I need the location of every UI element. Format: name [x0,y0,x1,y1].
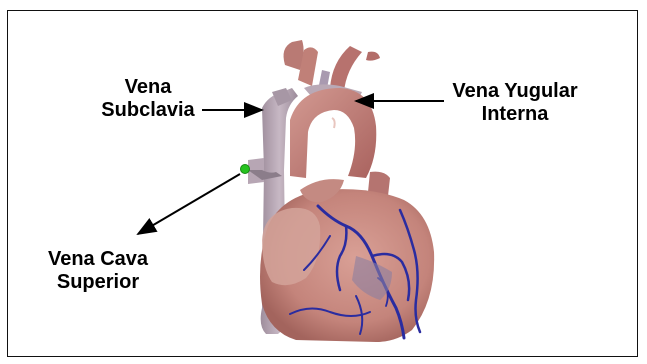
label-yugular-line2: Interna [445,103,585,126]
label-subclavia-line1: Vena [92,76,204,99]
heart-body [260,179,434,342]
green-dot-icon [241,165,250,174]
label-subclavia-line2: Subclavia [92,99,204,122]
label-vena-subclavia: Vena Subclavia [92,76,204,122]
label-vena-cava-superior: Vena Cava Superior [32,248,164,294]
label-yugular-line1: Vena Yugular [445,80,585,103]
arrow-cava [138,174,240,234]
label-cava-line1: Vena Cava [32,248,164,271]
label-cava-line2: Superior [32,271,164,294]
label-vena-yugular-interna: Vena Yugular Interna [445,80,585,126]
